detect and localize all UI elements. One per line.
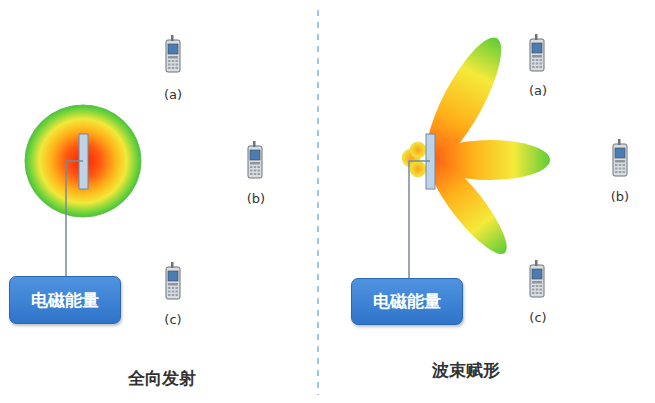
phone-icon (166, 35, 180, 72)
phone-icon (166, 262, 180, 299)
divider (317, 10, 319, 395)
phone-label: (a) (164, 87, 182, 102)
panel-caption: 波束赋形 (432, 359, 500, 382)
panel-caption: 全向发射 (128, 367, 196, 390)
phone-icon (613, 139, 627, 176)
energy-box: 电磁能量 (9, 276, 121, 324)
beam-lobes (402, 29, 550, 263)
phone-label: (c) (164, 312, 181, 327)
phone-icon (530, 34, 544, 71)
phone-icon (248, 141, 262, 178)
phone-label: (a) (529, 83, 547, 98)
phone-label: (b) (611, 189, 629, 204)
energy-box: 电磁能量 (351, 278, 463, 325)
phone-label: (c) (529, 310, 546, 325)
leader-line (409, 161, 430, 278)
phone-icon (530, 260, 544, 297)
box-label: 电磁能量 (373, 290, 441, 313)
phone-label: (b) (247, 191, 265, 206)
box-label: 电磁能量 (31, 289, 99, 312)
leader-line (66, 161, 83, 276)
